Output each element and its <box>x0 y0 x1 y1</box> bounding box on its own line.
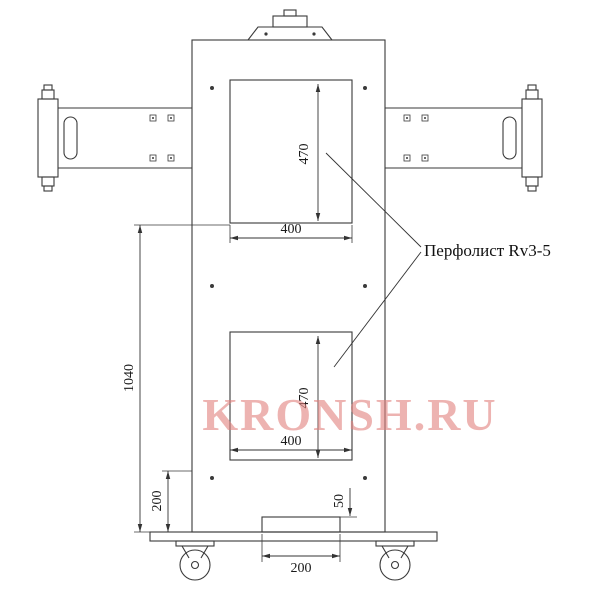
dim-lower-window-height: 470 <box>297 336 321 458</box>
watermark: KRONSH.RU <box>202 389 497 440</box>
base-plate <box>149 531 438 542</box>
right-arm-slot <box>502 116 517 160</box>
dim-notch-width: 200 <box>261 534 341 576</box>
upper-perforated-window <box>229 79 353 224</box>
right-end-plate <box>521 98 543 178</box>
dim-notch-height: 50 <box>332 488 357 518</box>
left-arm-bolts <box>149 114 175 162</box>
dim-upper-window-height: 470 <box>297 84 321 221</box>
callout-perforated-sheet: Перфолист Rv3-5 <box>325 152 551 368</box>
right-arm <box>385 84 543 192</box>
right-wheel <box>379 549 411 581</box>
lower-perforated-window <box>229 331 353 461</box>
right-caster <box>375 540 415 581</box>
left-arm-slot <box>63 116 78 160</box>
dim-lower-offset: 200 <box>150 470 192 532</box>
dim-lower-offset-label: 200 <box>150 491 165 512</box>
dim-notch-height-label: 50 <box>332 494 347 508</box>
dim-upper-window-width: 400 <box>229 222 353 243</box>
left-wheel <box>179 549 211 581</box>
dim-upper-window-width-label: 400 <box>281 222 302 237</box>
dim-column-height: 1040 <box>122 224 230 533</box>
callout-perforated-sheet-label: Перфолист Rv3-5 <box>424 241 551 260</box>
dim-lower-window-height-label: 470 <box>297 388 312 409</box>
dim-column-height-label: 1040 <box>122 364 137 392</box>
dim-lower-window-width-label: 400 <box>281 434 302 449</box>
dim-notch-width-label: 200 <box>291 561 312 576</box>
dim-lower-window-width: 400 <box>230 434 352 453</box>
left-arm <box>37 84 192 192</box>
left-caster <box>175 540 215 581</box>
main-column <box>191 39 386 533</box>
left-end-plate <box>37 98 59 178</box>
top-mount <box>247 9 333 41</box>
dim-upper-window-height-label: 470 <box>297 144 312 165</box>
bottom-notch <box>261 516 341 533</box>
right-arm-bolts <box>403 114 429 162</box>
